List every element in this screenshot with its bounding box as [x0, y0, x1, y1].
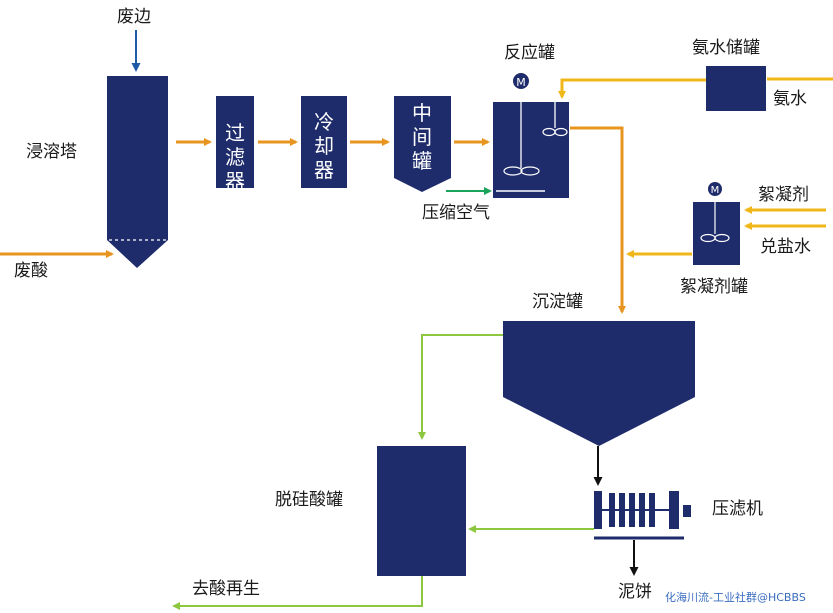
- waste-acid-label: 废酸: [14, 261, 48, 281]
- ammonia-label: 氨水: [773, 89, 807, 109]
- overflow-to-desilication-arrow: [418, 334, 503, 440]
- filter-press: [594, 491, 691, 540]
- ammonia-to-reactor-arrow: [558, 78, 706, 99]
- waste-edge-label: 废边: [117, 7, 151, 27]
- flocculant-label: 絮凝剂: [758, 185, 809, 205]
- filter-vessel: 过滤器: [216, 96, 254, 193]
- desilication-tank: [377, 446, 466, 576]
- reaction-tank: M: [493, 73, 569, 198]
- reaction-tank-label: 反应罐: [504, 43, 555, 63]
- cooler-label: 冷却器: [314, 110, 334, 182]
- watermark-text: 化海川流-工业社群@HCBBS: [665, 590, 806, 604]
- mud-cake-label: 泥饼: [618, 582, 652, 602]
- settling-tank: [503, 321, 695, 446]
- filter-press-label: 压滤机: [712, 499, 763, 519]
- leaching-tower-label: 浸溶塔: [26, 142, 77, 162]
- compressed-air-label: 压缩空气: [422, 203, 490, 223]
- salt-water-label: 兑盐水: [760, 237, 811, 257]
- reactor-to-settling-arrow: [570, 126, 626, 314]
- filter-label: 过滤器: [225, 121, 245, 193]
- intermediate-tank-label: 中间罐: [412, 101, 432, 173]
- ammonia-tank-label: 氨水储罐: [692, 38, 760, 58]
- ammonia-storage-tank: [706, 66, 766, 111]
- desilication-to-regeneration-arrow: [172, 576, 423, 610]
- leaching-tower: [107, 76, 168, 268]
- flocculant-tank-label: 絮凝剂罐: [680, 277, 748, 297]
- intermediate-tank: 中间罐: [394, 96, 451, 192]
- desilication-tank-label: 脱硅酸罐: [275, 490, 343, 510]
- reactor-motor-label: M: [516, 76, 526, 89]
- reactor-motor-icon: [513, 73, 529, 89]
- flocculant-motor-icon: [708, 182, 722, 196]
- settling-tank-label: 沉淀罐: [532, 292, 583, 312]
- cooler-vessel: 冷却器: [301, 96, 347, 188]
- flocculant-tank: M: [693, 182, 740, 265]
- acid-regeneration-label: 去酸再生: [192, 579, 260, 599]
- flocculant-motor-label: M: [711, 185, 720, 196]
